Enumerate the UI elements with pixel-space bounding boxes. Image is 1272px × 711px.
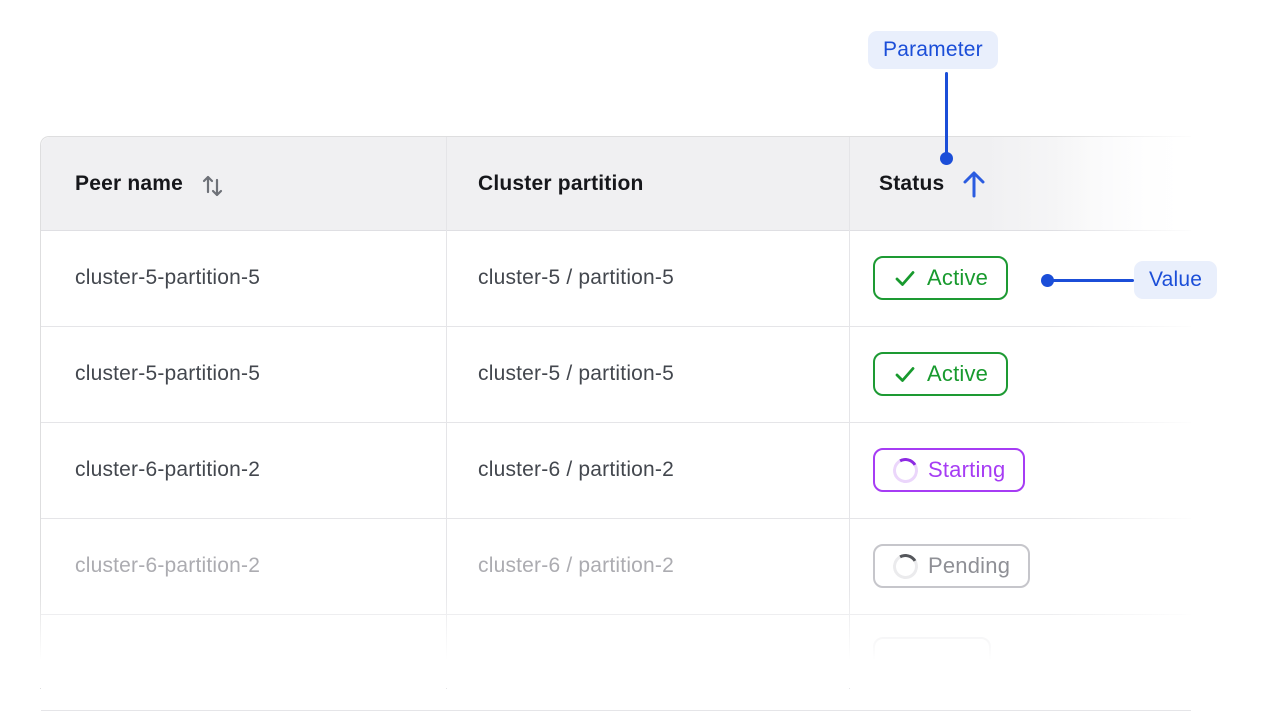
column-header-peer-name[interactable]: Peer name — [75, 137, 225, 230]
parameter-connector-line — [945, 72, 948, 154]
peers-table: Peer name Cluster partition Status clust… — [40, 136, 1191, 711]
status-badge-active: Active — [873, 352, 1009, 396]
status-badge-label: Pending — [928, 553, 1011, 578]
cluster-partition-cell: cluster-6 / partition-2 — [478, 554, 675, 577]
check-icon — [895, 367, 915, 382]
column-divider — [446, 137, 447, 689]
status-cell — [873, 637, 991, 687]
status-badge-partial — [873, 637, 991, 681]
status-cell: Active — [873, 352, 1009, 396]
peer-name-cell: cluster-5-partition-5 — [75, 266, 261, 289]
parameter-connector-dot — [940, 152, 953, 165]
status-badge-label: Active — [927, 361, 989, 386]
parameter-callout: Parameter — [868, 31, 998, 69]
column-label-cluster-partition: Cluster partition — [478, 171, 644, 195]
spinner-icon — [890, 550, 921, 582]
column-label-status: Status — [879, 171, 945, 195]
status-badge-label: Starting — [928, 457, 1006, 482]
table-header-row: Peer name Cluster partition Status — [41, 137, 1191, 231]
column-divider — [849, 137, 850, 689]
value-connector-line — [1046, 279, 1134, 282]
table-row[interactable]: cluster-6-partition-2 cluster-6 / partiti… — [41, 518, 1191, 615]
cluster-partition-cell: cluster-6 / partition-2 — [478, 458, 675, 481]
status-badge-active: Active — [873, 256, 1009, 300]
status-cell: Starting — [873, 448, 1026, 492]
status-cell: Active — [873, 256, 1009, 300]
sort-ascending-icon — [963, 171, 985, 197]
peer-name-cell: cluster-5-partition-5 — [75, 362, 261, 385]
column-header-cluster-partition[interactable]: Cluster partition — [478, 137, 644, 230]
cluster-partition-cell: cluster-5 / partition-5 — [478, 266, 675, 289]
value-callout: Value — [1134, 261, 1218, 299]
status-badge-starting: Starting — [873, 448, 1026, 492]
parameter-callout-label: Parameter — [883, 38, 983, 61]
column-label-peer-name: Peer name — [75, 171, 184, 195]
sort-both-icon — [202, 175, 223, 196]
table-row[interactable]: cluster-6-partition-2 cluster-6 / partiti… — [41, 422, 1191, 519]
peer-name-cell: cluster-6-partition-2 — [75, 554, 261, 577]
status-badge-label: Active — [927, 265, 989, 290]
column-header-status[interactable]: Status — [879, 137, 988, 230]
cluster-partition-cell: cluster-5 / partition-5 — [478, 362, 675, 385]
table-row[interactable] — [41, 614, 1191, 711]
table-row[interactable]: cluster-5-partition-5 cluster-5 / partiti… — [41, 326, 1191, 423]
spinner-icon — [890, 454, 921, 486]
check-icon — [895, 271, 915, 286]
table-row[interactable]: cluster-5-partition-5 cluster-5 / partiti… — [41, 230, 1191, 327]
value-callout-label: Value — [1149, 268, 1203, 291]
status-cell: Pending — [873, 544, 1031, 588]
status-badge-pending: Pending — [873, 544, 1031, 588]
peer-name-cell: cluster-6-partition-2 — [75, 458, 261, 481]
